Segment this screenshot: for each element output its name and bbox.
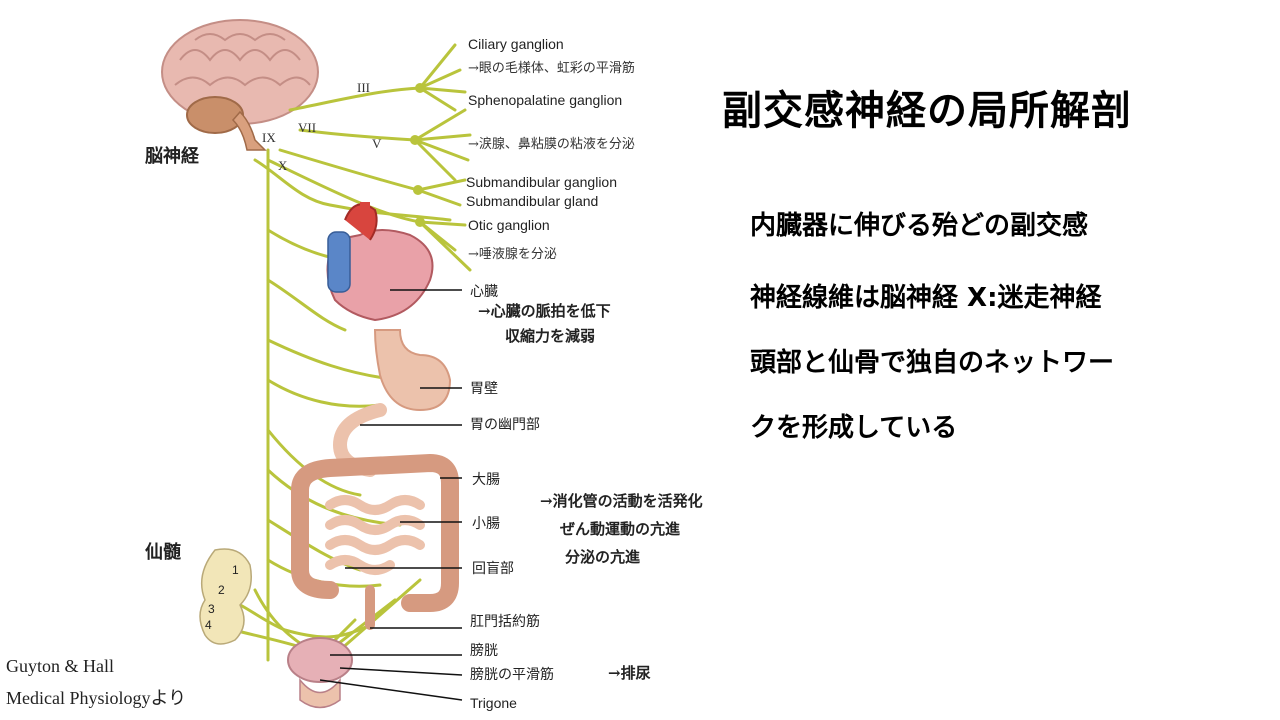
nerve-vii-label: VII xyxy=(298,120,317,135)
trigone-label: Trigone xyxy=(470,695,517,711)
brain-illustration xyxy=(161,19,319,151)
heart-effect-line1: →心臓の脈拍を低下 xyxy=(478,302,611,320)
anal-sphincter-label: 肛門括約筋 xyxy=(470,614,540,630)
body-line-3: 頭部と仙骨で独自のネットワー xyxy=(750,348,1115,378)
gut-effect-line2: ぜん動運動の亢進 xyxy=(560,520,681,538)
sacral-segment-1: 1 xyxy=(232,563,239,577)
credit-line-1: Guyton & Hall xyxy=(6,656,114,676)
heart-illustration xyxy=(326,202,434,322)
nerve-x-label: X xyxy=(278,158,288,173)
submandibular-ganglion-label: Submandibular ganglion xyxy=(466,174,617,190)
small-intestine-label: 小腸 xyxy=(472,516,500,532)
bladder-effect-label: →排尿 xyxy=(608,664,651,682)
sphenopalatine-effect-label: →涙腺、鼻粘膜の粘液を分泌 xyxy=(468,137,635,152)
body-line-4: クを形成している xyxy=(750,413,958,443)
ganglia-nodes xyxy=(410,83,425,227)
credit-line-2: Medical Physiologyより xyxy=(6,688,187,708)
source-credit: Guyton & Hall Medical Physiologyより xyxy=(6,650,186,714)
sacral-segment-2: 2 xyxy=(218,583,225,597)
bladder-smooth-muscle-label: 膀胱の平滑筋 xyxy=(470,667,554,683)
intestines-illustration xyxy=(291,453,459,630)
body-line-1: 内臓器に伸びる殆どの副交感 xyxy=(750,211,1089,241)
nerve-v-label: V xyxy=(372,136,382,151)
ileocecal-label: 回盲部 xyxy=(472,561,514,577)
otic-effect-label: →唾液腺を分泌 xyxy=(468,247,557,262)
large-intestine-label: 大腸 xyxy=(472,472,500,488)
nerve-iii-label: III xyxy=(357,80,370,95)
gut-effect-line3: 分泌の亢進 xyxy=(565,548,641,566)
body-line-2: 神経線維は脳神経 Ⅹ:迷走神経 xyxy=(750,283,1102,313)
cranial-nerves-label: 脳神経 xyxy=(145,146,199,167)
otic-ganglion-label: Otic ganglion xyxy=(468,217,550,233)
ciliary-effect-label: →眼の毛様体、虹彩の平滑筋 xyxy=(468,61,635,76)
anatomy-diagram xyxy=(161,19,472,709)
bladder-illustration xyxy=(287,637,353,709)
heart-label: 心臓 xyxy=(470,284,498,300)
nerve-ix-label: IX xyxy=(262,130,276,145)
pylorus-label: 胃の幽門部 xyxy=(470,417,540,433)
heart-effect-line2: 収縮力を減弱 xyxy=(505,327,596,345)
submandibular-gland-label: Submandibular gland xyxy=(466,193,599,209)
stomach-wall-label: 胃壁 xyxy=(470,381,498,397)
bladder-label: 膀胱 xyxy=(470,643,498,659)
sacral-segment-4: 4 xyxy=(205,618,212,632)
slide-title: 副交感神経の局所解剖 xyxy=(722,88,1132,134)
stomach-illustration xyxy=(332,329,452,477)
gut-effect-line1: →消化管の活動を活発化 xyxy=(540,492,703,510)
leader-lines xyxy=(319,289,463,701)
sphenopalatine-ganglion-label: Sphenopalatine ganglion xyxy=(468,92,623,108)
sacrum-illustration xyxy=(199,548,252,645)
ciliary-ganglion-label: Ciliary ganglion xyxy=(468,36,564,52)
sacral-label: 仙髄 xyxy=(145,542,181,563)
sacral-segment-3: 3 xyxy=(208,602,215,616)
